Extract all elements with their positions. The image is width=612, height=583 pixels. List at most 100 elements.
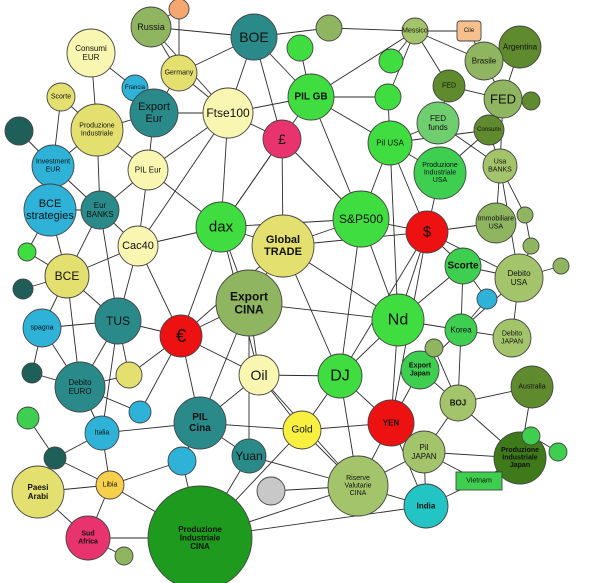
node-label: BOJ <box>450 399 466 408</box>
node-label: $ <box>423 224 432 241</box>
node-label: BCE <box>39 198 62 210</box>
node-label: Industriale <box>424 170 456 177</box>
node-spagna: spagna <box>22 308 62 348</box>
node-shape <box>66 28 116 78</box>
node-u-darkteal3 <box>21 362 43 384</box>
node-label: USA <box>489 223 504 230</box>
node-argentina: Argentina <box>498 25 542 69</box>
node-shape <box>403 483 449 529</box>
node-label: Consumi <box>477 127 501 133</box>
node-shape <box>317 353 363 399</box>
node-label: BANKS <box>488 166 512 173</box>
node-label: BANKS <box>86 210 113 219</box>
node-label: Africa <box>78 538 98 545</box>
node-u-green2 <box>315 14 343 42</box>
node-label: JAPAN <box>501 338 523 345</box>
node-label: Paesi <box>28 483 49 492</box>
node-pil-usa: Pil USA <box>367 120 413 166</box>
node-yuan: Yuan <box>231 438 267 474</box>
node-label: USA <box>511 278 528 287</box>
node-shape <box>332 190 390 248</box>
node-shape <box>287 73 335 121</box>
node-label: Industriale <box>180 534 221 543</box>
node-fed2: FED <box>483 79 523 119</box>
node-russia: Russia <box>130 6 172 48</box>
node-label: Arabi <box>28 492 48 501</box>
node-shape <box>413 146 467 200</box>
node-label: Australia <box>518 384 545 391</box>
node-label: strategies <box>26 210 74 222</box>
node-shape <box>521 91 541 111</box>
node-shape <box>516 206 534 224</box>
node-label: Oil <box>250 367 267 383</box>
node-vietnam: Vietnam <box>455 471 503 491</box>
node-shape <box>84 415 120 451</box>
node-label: Scorte <box>447 261 479 272</box>
node-shape <box>378 48 404 74</box>
node-label: Eur <box>145 113 162 125</box>
node-shape <box>494 253 544 303</box>
node-shape <box>262 119 302 159</box>
node-boe: BOE <box>230 13 278 61</box>
node-u-green11 <box>16 406 40 430</box>
node-shape <box>315 14 343 42</box>
node-shape <box>482 148 518 184</box>
node-label: TRADE <box>264 246 302 258</box>
node-label: CINA <box>190 542 210 551</box>
node-label: Scorte <box>51 94 71 101</box>
node-shape <box>432 69 466 103</box>
node-usd: $ <box>405 210 449 254</box>
node-shape <box>367 399 415 447</box>
node-shape <box>16 406 40 430</box>
edge-u_green2-messico <box>328 27 416 32</box>
node-shape <box>492 318 532 358</box>
node-shape <box>12 278 34 300</box>
edge-pil_usa-nd <box>389 142 399 321</box>
node-label: Debito <box>507 269 531 278</box>
node-label: PIL GB <box>294 92 327 103</box>
node-label: Gold <box>291 425 312 436</box>
node-label: Brasile <box>472 57 497 66</box>
node-shape <box>231 438 267 474</box>
node-label: Riserve <box>346 475 370 482</box>
node-label: EUR <box>46 166 61 173</box>
node-shape <box>4 116 34 146</box>
node-label: Yuan <box>235 449 262 463</box>
node-orange <box>168 0 190 20</box>
node-shape <box>160 54 198 92</box>
node-shape <box>424 338 444 358</box>
node-label: PIL <box>192 412 208 423</box>
node-u-green4 <box>374 83 402 111</box>
node-shape <box>21 362 43 384</box>
node-label: Valutarie <box>344 483 371 490</box>
node-australia: Australia <box>510 365 554 409</box>
node-label: JAPAN <box>411 452 436 461</box>
node-label: Francia <box>125 85 146 91</box>
node-shape <box>371 293 425 347</box>
node-shape <box>552 257 570 275</box>
node-label: USA <box>433 177 448 184</box>
node-label: spagna <box>31 325 54 332</box>
node-shape <box>114 546 134 566</box>
node-label: Ftse100 <box>206 106 250 120</box>
node-shape <box>238 354 280 396</box>
node-shape <box>54 361 106 413</box>
node-label: S&P500 <box>339 212 383 226</box>
node-shape <box>374 83 402 111</box>
node-shape <box>444 247 482 285</box>
node-scorte-l: Scorte <box>46 82 76 112</box>
node-u-darkteal2 <box>12 278 34 300</box>
node-shape <box>327 455 389 517</box>
node-shape <box>455 471 503 491</box>
node-cac40: Cac40 <box>117 225 159 267</box>
node-label: Consumi <box>75 44 107 53</box>
node-u-gray <box>256 476 286 506</box>
